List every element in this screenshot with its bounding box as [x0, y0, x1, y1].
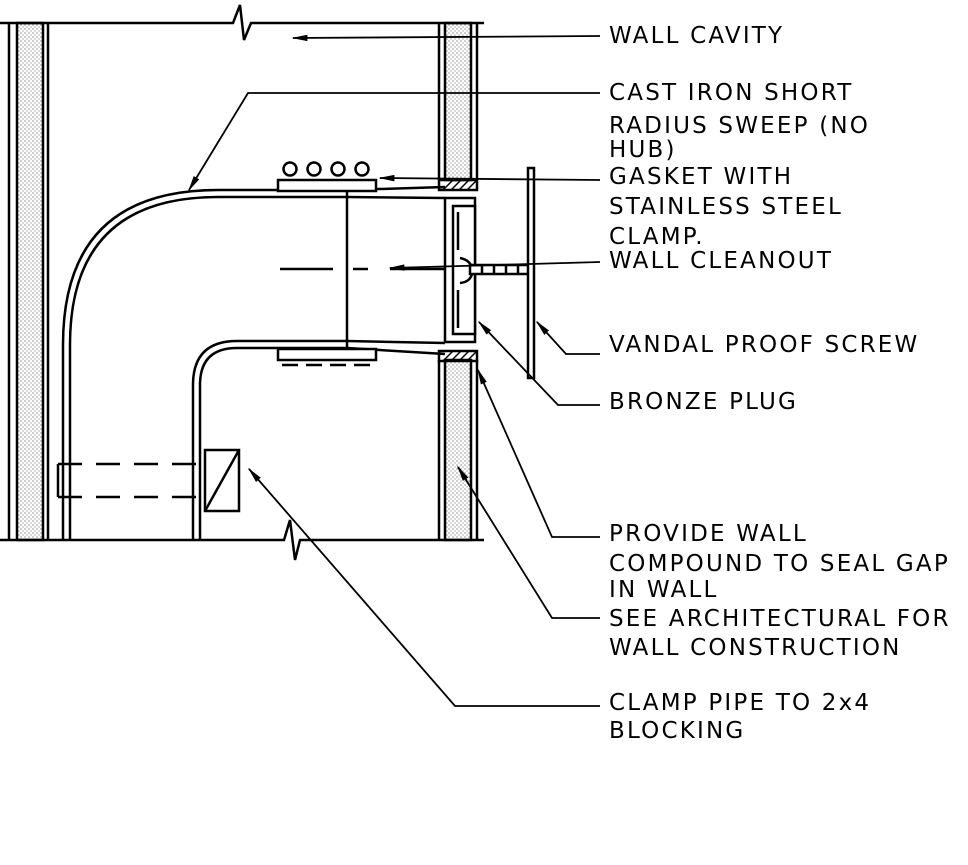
label-clamp-blocking: CLAMP PIPE TO 2x4 BLOCKING [609, 690, 872, 744]
vandal-proof-screw [468, 263, 534, 276]
leader-wall-compound [477, 368, 600, 538]
label-gasket-clamp: GASKET WITH STAINLESS STEEL CLAMP. [609, 164, 843, 250]
cast-iron-sweep [61, 185, 446, 540]
leader-clamp-blocking [247, 467, 600, 707]
label-wall-compound: PROVIDE WALL COMPOUND TO SEAL GAP IN WAL… [609, 521, 950, 603]
leader-lines [188, 34, 601, 707]
leader-wall-cavity [291, 34, 601, 42]
wall-seal [437, 178, 479, 363]
label-cast-iron-sweep: CAST IRON SHORT RADIUS SWEEP (NO HUB) [609, 80, 871, 163]
leader-bronze-plug [477, 320, 600, 406]
gasket-clamp [276, 161, 378, 193]
top-break-line [0, 4, 484, 41]
leader-gasket-clamp [378, 174, 601, 182]
leader-vandal-proof-screw [535, 320, 600, 355]
label-wall-cleanout: WALL CLEANOUT [609, 248, 834, 274]
label-vandal-proof-screw: VANDAL PROOF SCREW [609, 332, 920, 358]
bottom-break-line [0, 519, 484, 561]
label-see-architectural: SEE ARCHITECTURAL FOR WALL CONSTRUCTION [609, 606, 951, 661]
gasket-clamp-lower [276, 347, 378, 367]
leader-wall-cleanout [388, 261, 601, 271]
leader-cast-iron-sweep [188, 92, 600, 192]
label-wall-cavity: WALL CAVITY [609, 23, 785, 49]
left-wall [7, 21, 50, 542]
blocking-2x4 [56, 448, 241, 513]
cleanout-cover-plate [526, 166, 536, 380]
leader-see-architectural [457, 465, 600, 619]
label-bronze-plug: BRONZE PLUG [609, 389, 799, 415]
